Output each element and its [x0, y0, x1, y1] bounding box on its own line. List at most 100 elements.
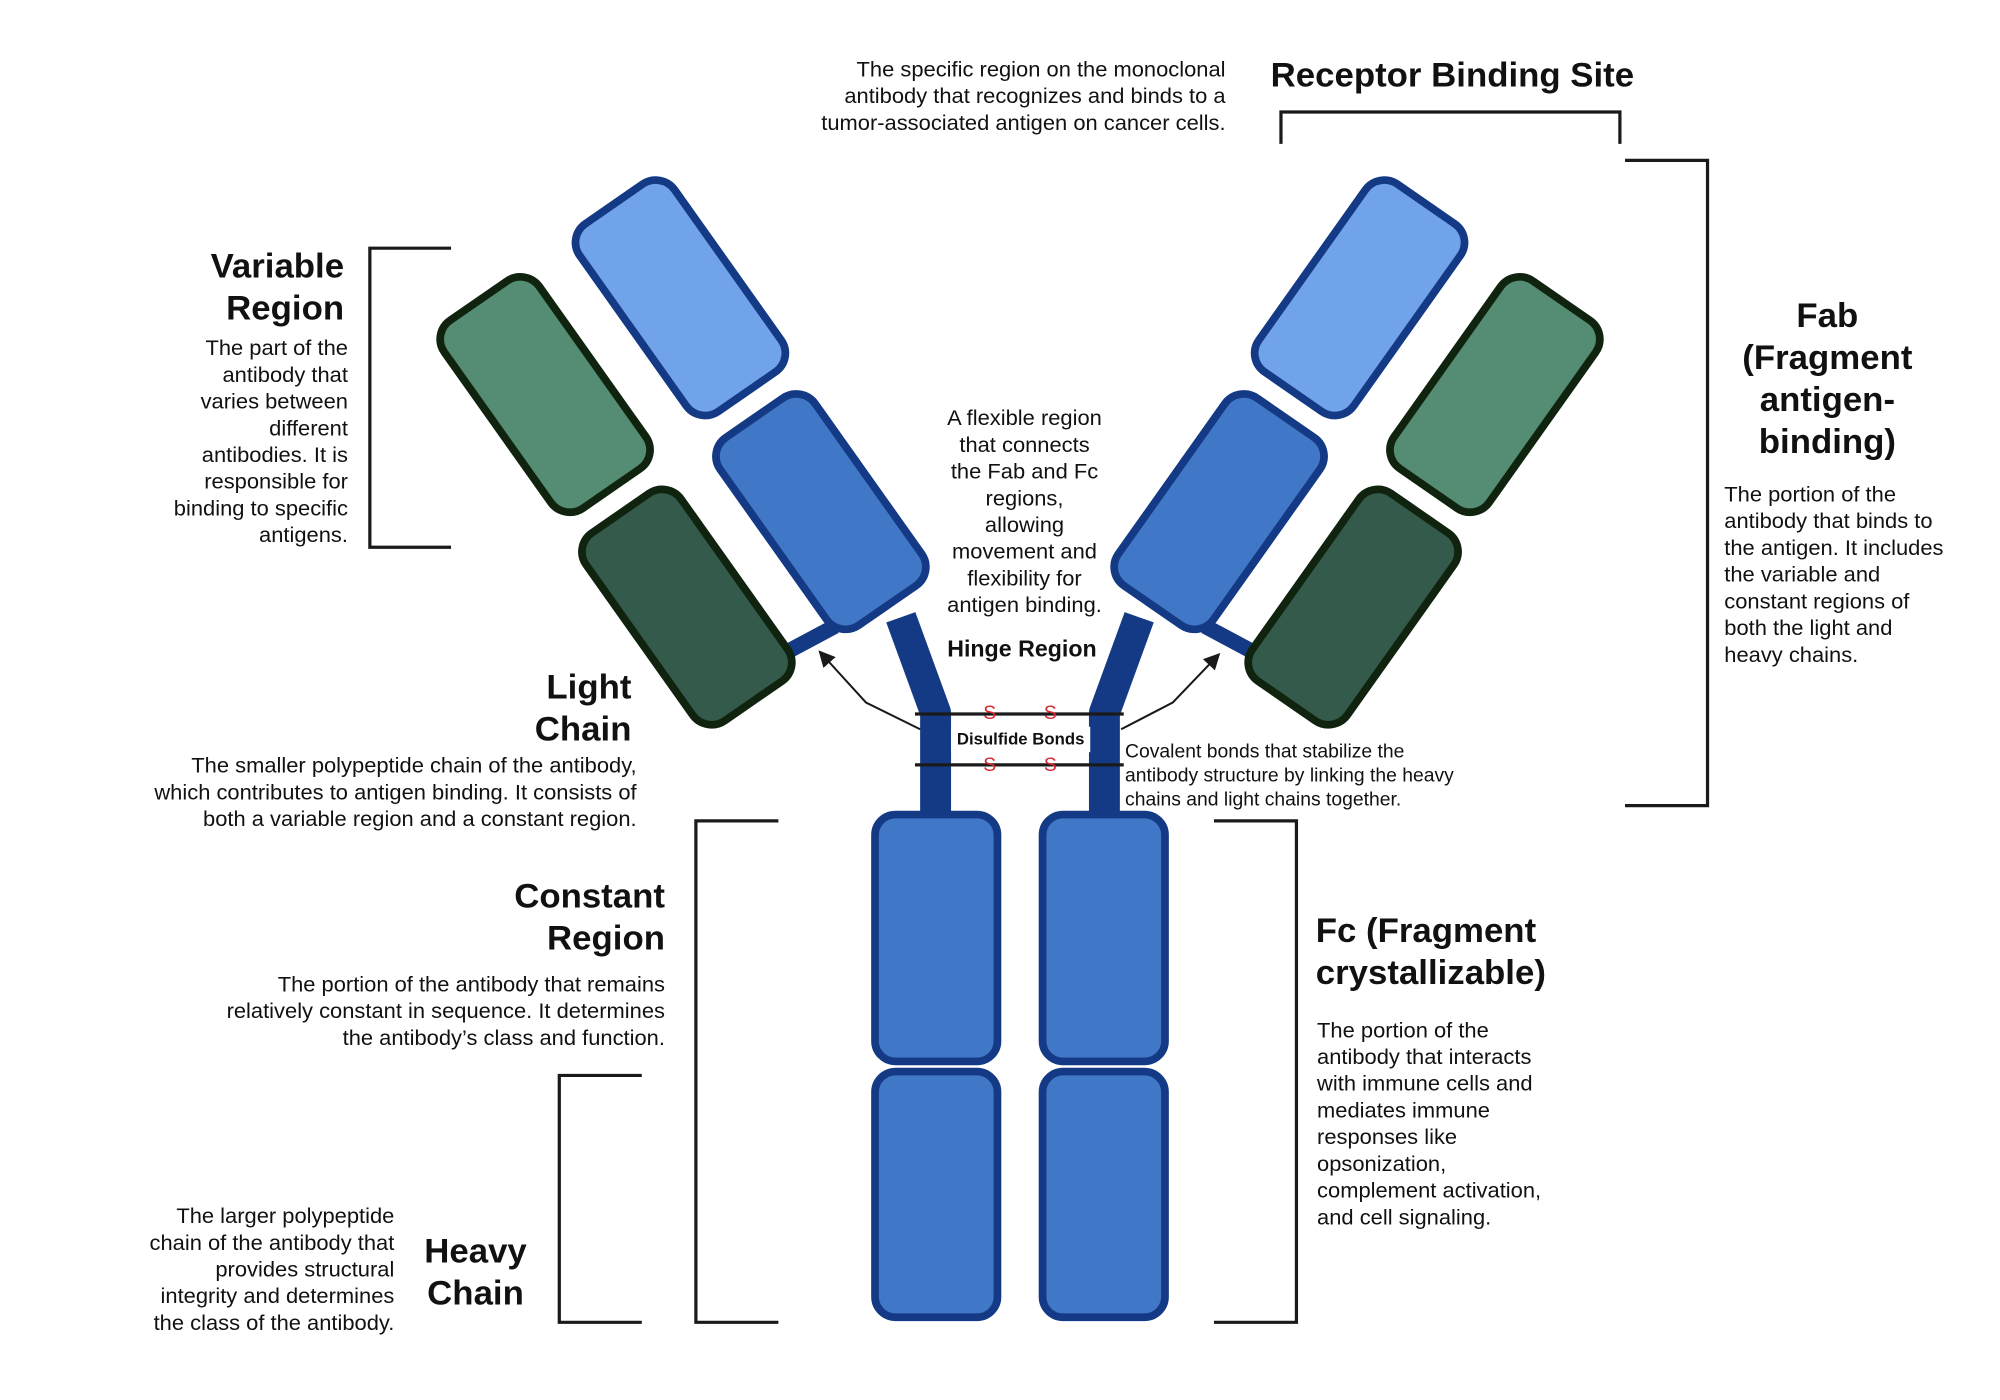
constant-region-description-line: relatively constant in sequence. It dete…	[226, 999, 665, 1024]
heavy-chain-title-line: Chain	[427, 1273, 524, 1313]
fab-title-line: antigen-	[1759, 380, 1896, 419]
disulfide-s-symbol: S	[983, 703, 996, 724]
variable-region-bracket	[368, 246, 452, 549]
fc-title-line: crystallizable)	[1315, 953, 1546, 992]
fc-left-lower-domain	[871, 1067, 1002, 1322]
left-pointer-arrow	[818, 650, 921, 731]
constant-region-title: Constant Region	[514, 876, 665, 960]
constant-region-description: The portion of the antibody that remains…	[227, 971, 665, 1051]
right-light-variable-domain	[1386, 273, 1604, 517]
hinge-region-description-line: A flexible region	[947, 405, 1102, 431]
hinge-region-description-line: antigen binding.	[947, 593, 1102, 618]
fab-description-line: both the light and	[1724, 615, 1893, 641]
light-chain-description-line: which contributes to antigen binding. It…	[154, 780, 637, 805]
receptor-binding-site-description-line: tumor-associated antigen on cancer cells…	[821, 110, 1226, 135]
heavy-chain-title: Heavy Chain	[411, 1231, 540, 1315]
variable-region-description-line: antibody that	[222, 362, 348, 387]
fab-description-line: the variable and	[1724, 562, 1881, 587]
fc-description-line: opsonization,	[1317, 1151, 1447, 1176]
fab-title-line: (Fragment	[1742, 338, 1913, 377]
fab-description-line: heavy chains.	[1724, 642, 1859, 667]
heavy-chain-description-line: integrity and determines	[160, 1284, 395, 1309]
fab-description-line: antibody that binds to	[1724, 509, 1933, 534]
fc-domains	[871, 810, 1169, 1322]
light-chain-title-line: Light	[546, 668, 632, 707]
left-heavy-variable-domain	[571, 176, 790, 420]
hinge-region-description-line: regions,	[985, 486, 1064, 511]
right-heavy-constant-domain	[1110, 390, 1328, 634]
heavy-chain-bracket	[557, 1073, 642, 1324]
fc-description: The portion of the antibody that interac…	[1317, 1017, 1541, 1231]
light-chain-description-line: The smaller polypeptide chain of the ant…	[191, 753, 637, 778]
constant-region-bracket	[694, 819, 779, 1324]
disulfide-s-symbol: S	[1044, 755, 1057, 776]
fc-title: Fc (Fragment crystallizable)	[1316, 910, 1546, 994]
receptor-binding-site-bracket	[1279, 110, 1622, 144]
variable-region-title: Variable Region	[211, 246, 344, 330]
receptor-binding-site-description: The specific region on the monoclonal an…	[821, 56, 1225, 136]
fc-description-line: responses like	[1317, 1125, 1458, 1150]
fc-left-upper-domain	[871, 810, 1002, 1066]
variable-region-description-line: The part of the	[205, 335, 348, 361]
hinge-region-description-line: allowing	[984, 512, 1065, 538]
variable-region-description-line: binding to specific	[173, 496, 348, 521]
disulfide-bonds-label-box	[951, 726, 1091, 753]
fab-title-line: Fab	[1796, 296, 1859, 335]
light-chain-title: Light Chain	[535, 667, 632, 751]
fab-description-line: The portion of the	[1724, 482, 1897, 507]
disulfide-pointer-arrows	[818, 650, 1221, 731]
hinge-region-description-line: movement and	[952, 539, 1097, 564]
light-chain-description-line: both a variable region and a constant re…	[203, 806, 637, 832]
disulfide-bonds-description: Covalent bonds that stabilize the antibo…	[1125, 739, 1454, 812]
fab-description-line: the antigen. It includes	[1724, 535, 1944, 560]
variable-region-title-line: Variable	[210, 246, 345, 286]
fab-description-line: constant regions of	[1724, 589, 1910, 614]
constant-region-description-line: the antibody’s class and function.	[342, 1025, 665, 1050]
variable-region-description-line: different	[269, 416, 348, 441]
disulfide-s-symbol: S	[983, 755, 996, 776]
variable-region-description-line: antibodies. It is	[201, 442, 348, 468]
variable-region-description: The part of the antibody that varies bet…	[174, 335, 348, 549]
fc-description-line: The portion of the	[1317, 1018, 1489, 1043]
heavy-chain-title-line: Heavy	[424, 1231, 527, 1271]
hinge-region-title: Hinge Region	[947, 636, 1097, 662]
disulfide-bonds-title: Disulfide Bonds	[956, 729, 1085, 749]
right-pointer-arrow	[1120, 652, 1221, 731]
variable-region-description-line: varies between	[200, 389, 348, 414]
heavy-chain-description: The larger polypeptide chain of the anti…	[150, 1203, 395, 1337]
heavy-chain-description-line: chain of the antibody that	[149, 1230, 395, 1255]
variable-region-description-line: antigens.	[259, 523, 348, 548]
fc-description-line: antibody that interacts	[1317, 1044, 1532, 1070]
fc-description-line: mediates immune	[1317, 1098, 1490, 1123]
heavy-chain-description-line: provides structural	[215, 1257, 395, 1282]
left-light-variable-domain	[436, 273, 654, 517]
disulfide-bonds-description-line: antibody structure by linking the heavy	[1125, 764, 1454, 787]
fab-title-line: binding)	[1758, 422, 1896, 461]
hinge-region-description-line: flexibility for	[967, 566, 1082, 591]
hinge-region-description-line: the Fab and Fc	[950, 459, 1099, 484]
left-arm	[436, 176, 930, 729]
right-heavy-variable-domain	[1250, 176, 1469, 420]
variable-region-description-line: responsible for	[204, 469, 348, 494]
fab-title: Fab (Fragment antigen- binding)	[1718, 295, 1937, 463]
hinge-region-description-line: that connects	[959, 432, 1090, 457]
disulfide-bonds-description-line: chains and light chains together.	[1125, 789, 1402, 811]
disulfide-bonds-description-line: Covalent bonds that stabilize the	[1125, 740, 1405, 763]
region-brackets	[368, 110, 1710, 1324]
fc-bracket	[1213, 819, 1299, 1324]
heavy-chain-description-line: the class of the antibody.	[153, 1310, 395, 1336]
constant-region-title-line: Constant	[514, 876, 665, 916]
fc-title-line: Fc (Fragment	[1315, 911, 1537, 950]
constant-region-description-line: The portion of the antibody that remains	[277, 972, 665, 997]
constant-region-title-line: Region	[547, 918, 665, 958]
fc-right-lower-domain	[1038, 1067, 1169, 1322]
disulfide-s-symbol: S	[1044, 703, 1057, 724]
heavy-chain-description-line: The larger polypeptide	[176, 1203, 395, 1229]
receptor-binding-site-title: Receptor Binding Site	[1270, 55, 1635, 95]
left-heavy-constant-domain	[712, 390, 930, 634]
fc-right-upper-domain	[1038, 810, 1169, 1066]
fab-description: The portion of the antibody that binds t…	[1724, 481, 1943, 668]
fc-description-line: and cell signaling.	[1317, 1205, 1492, 1230]
hinge-region-description: A flexible region that connects the Fab …	[921, 405, 1127, 619]
